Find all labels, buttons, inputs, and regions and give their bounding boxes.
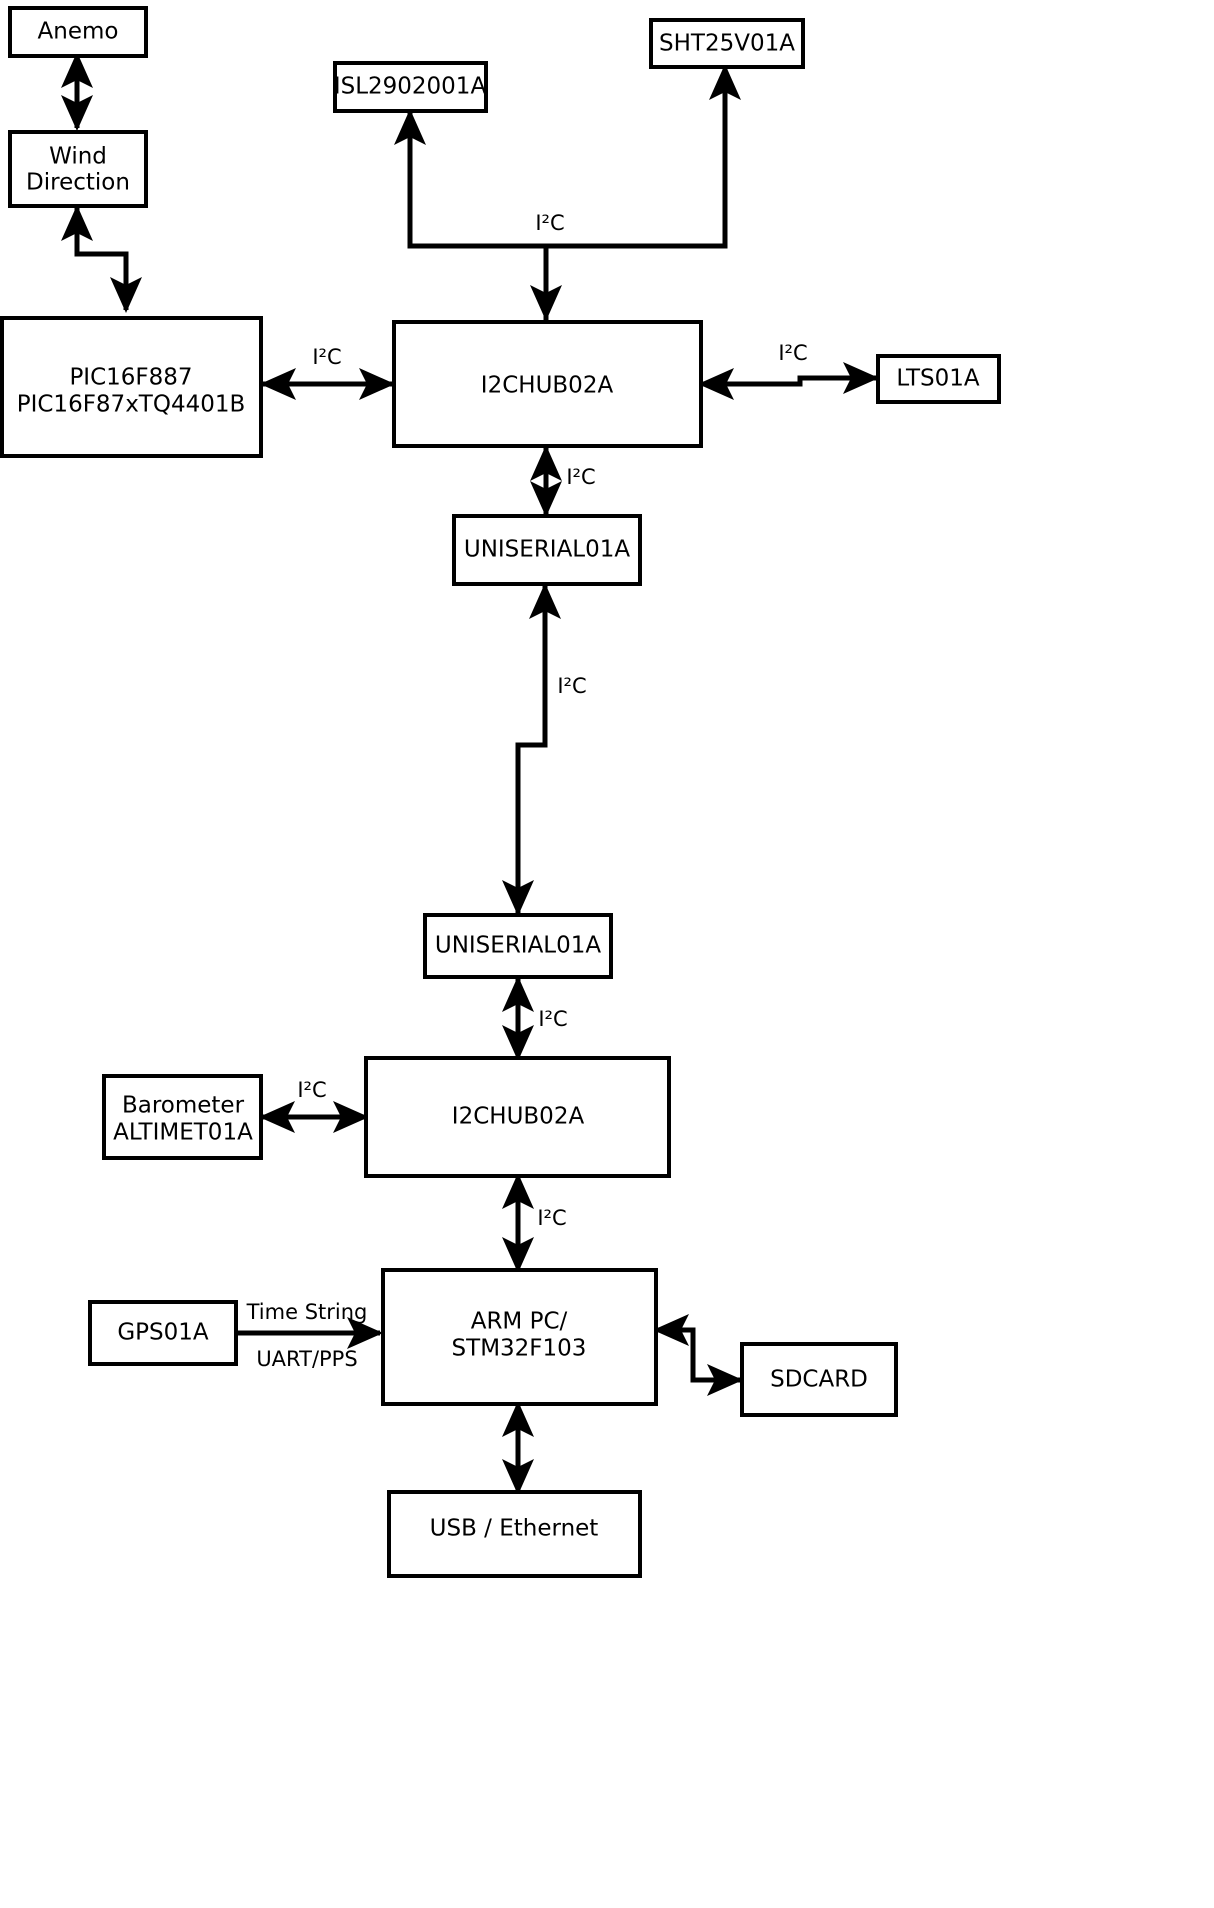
node-box <box>387 1490 642 1578</box>
node-lts01a[interactable]: LTS01A <box>876 354 1001 404</box>
node-label: LTS01A <box>896 366 980 392</box>
edge-line <box>393 108 549 320</box>
node-box <box>8 130 148 208</box>
node-box <box>452 514 642 586</box>
edge-hubtop-isl <box>393 108 549 320</box>
node-gps01a[interactable]: GPS01A <box>88 1300 238 1366</box>
edge-label-i2c: I²C <box>537 1206 566 1230</box>
node-sdcard[interactable]: SDCARD <box>740 1342 898 1417</box>
node-usb-ethernet[interactable]: USB / Ethernet <box>387 1490 642 1578</box>
node-box <box>381 1268 658 1406</box>
edge-hubbottom-arm: I²C <box>502 1172 567 1274</box>
node-label-line2: ALTIMET01A <box>113 1120 253 1146</box>
node-pic16f887[interactable]: PIC16F887 PIC16F87xTQ4401B <box>0 316 263 458</box>
edge-label-time-string: Time String <box>246 1300 368 1324</box>
edge-label-i2c: I²C <box>566 465 595 489</box>
edge-gps-arm: Time String UART/PPS <box>236 1300 384 1371</box>
edge-line <box>697 361 880 400</box>
edge-label-uart-pps: UART/PPS <box>256 1347 357 1371</box>
edge-pic-wind <box>60 204 142 314</box>
node-label: UNISERIAL01A <box>435 933 602 959</box>
node-label: I2CHUB02A <box>452 1104 585 1130</box>
node-box <box>333 61 488 113</box>
node-box <box>740 1342 898 1417</box>
edge-label-i2c: I²C <box>557 674 586 698</box>
edge-barometer-hubbottom: I²C <box>258 1078 370 1133</box>
node-isl2902001a[interactable]: ISL2902001A <box>333 61 488 113</box>
edge-uniserialbot-hubbottom: I²C <box>502 975 568 1062</box>
node-box <box>8 6 148 58</box>
node-box <box>876 354 1001 404</box>
node-box <box>392 320 703 448</box>
node-i2chub02a-bottom[interactable]: I2CHUB02A <box>364 1056 671 1178</box>
node-box <box>0 316 263 458</box>
node-label: GPS01A <box>117 1320 209 1346</box>
edge-line <box>515 582 561 915</box>
edge-line <box>543 63 741 320</box>
node-box <box>102 1074 263 1160</box>
edge-hubtop-sht: I²C <box>535 63 741 320</box>
node-label-line2: PIC16F87xTQ4401B <box>17 392 246 418</box>
node-anemo[interactable]: Anemo <box>8 6 148 58</box>
node-label-line2: STM32F103 <box>452 1336 587 1362</box>
node-box <box>649 18 805 69</box>
edge-label-i2c: I²C <box>312 345 341 369</box>
node-arm-pc[interactable]: ARM PC/ STM32F103 <box>381 1268 658 1406</box>
node-label-line1: PIC16F887 <box>69 365 192 391</box>
edge-label-i2c: I²C <box>535 211 564 235</box>
node-wind-direction[interactable]: Wind Direction <box>8 130 148 208</box>
node-label-line1: ARM PC/ <box>471 1309 568 1335</box>
edge-label-i2c: I²C <box>297 1078 326 1102</box>
edge-label-i2c: I²C <box>538 1007 567 1031</box>
node-box <box>88 1300 238 1366</box>
node-barometer-altimet01a[interactable]: Barometer ALTIMET01A <box>102 1074 263 1160</box>
edge-hubtop-uniserialtop: I²C <box>530 444 596 518</box>
node-i2chub02a-top[interactable]: I2CHUB02A <box>392 320 703 448</box>
edge-pic-hubtop: I²C <box>259 345 396 400</box>
node-uniserial01a-bottom[interactable]: UNISERIAL01A <box>423 913 613 979</box>
node-box <box>364 1056 671 1178</box>
edge-hubtop-lts: I²C <box>697 341 880 400</box>
node-label-line1: Wind <box>49 144 107 170</box>
edge-line <box>652 1314 742 1383</box>
edge-arm-sdcard <box>652 1314 744 1396</box>
node-label: Anemo <box>38 19 119 45</box>
node-label: UNISERIAL01A <box>464 537 631 563</box>
node-label: SDCARD <box>770 1367 868 1393</box>
node-label: ISL2902001A <box>334 74 487 100</box>
node-label: SHT25V01A <box>659 31 795 57</box>
node-label: I2CHUB02A <box>481 373 614 399</box>
node-sht25v01a[interactable]: SHT25V01A <box>649 18 805 69</box>
node-label: USB / Ethernet <box>430 1516 599 1542</box>
edge-line <box>60 204 142 314</box>
edge-label-i2c: I²C <box>778 341 807 365</box>
edge-uniserialtop-uniserialbot: I²C <box>502 582 587 917</box>
node-uniserial01a-top[interactable]: UNISERIAL01A <box>452 514 642 586</box>
node-label-line1: Barometer <box>122 1093 245 1119</box>
node-box <box>423 913 613 979</box>
node-label-line2: Direction <box>26 170 130 196</box>
